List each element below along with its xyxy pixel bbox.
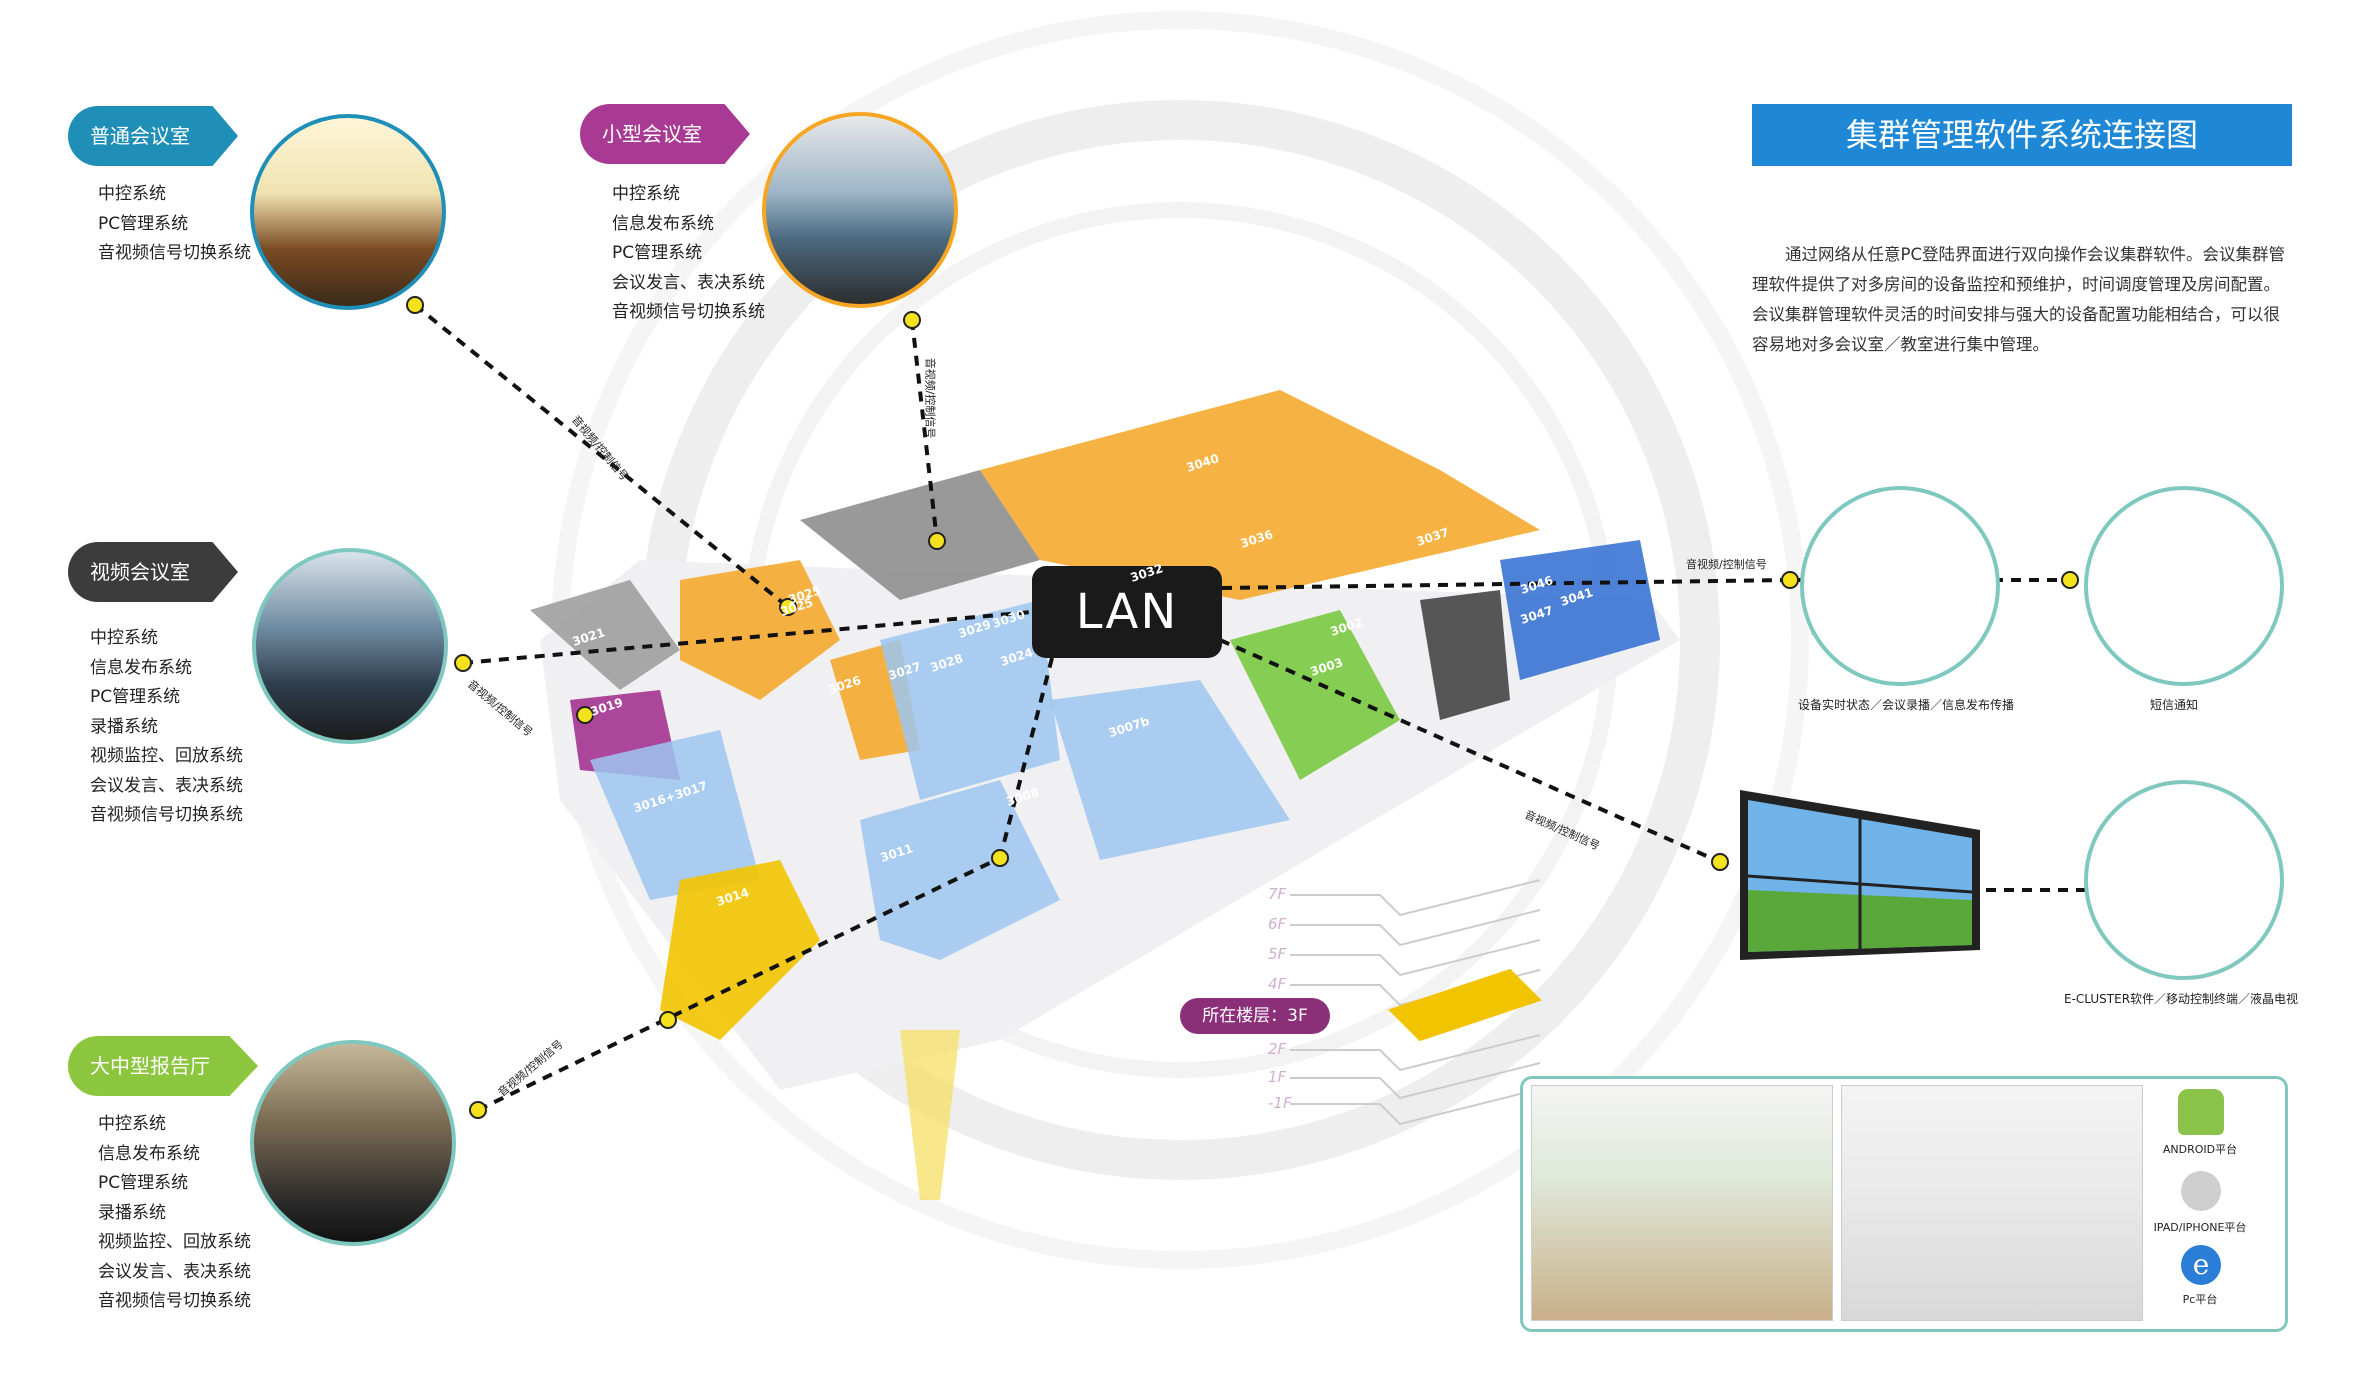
feature-item: 音视频信号切换系统	[90, 805, 243, 825]
connection-nodes	[406, 296, 2079, 1119]
floor-label: 4F	[1268, 975, 1287, 993]
lan-hub: LAN	[1032, 566, 1222, 658]
feature-item: 会议发言、表决系统	[98, 1261, 251, 1282]
feature-item: 信息发布系统	[98, 1143, 200, 1164]
feature-item: 音视频信号切换系统	[98, 243, 251, 263]
feature-item: 视频监控、回放系统	[90, 746, 243, 766]
feature-item: PC管理系统	[612, 243, 703, 263]
feature-item: 录播系统	[98, 1202, 166, 1223]
software-screenshot-room	[1841, 1085, 2143, 1321]
feature-item: 信息发布系统	[612, 213, 714, 234]
room-3016-block	[590, 730, 760, 900]
floor-plan	[530, 390, 1680, 1200]
room-3014-block	[660, 860, 820, 1040]
connection-lines	[413, 303, 2090, 1112]
feature-item: 中控系统	[612, 184, 680, 204]
location-beam	[900, 1030, 960, 1200]
room-3040-block	[980, 390, 1540, 600]
room-3011-block	[860, 780, 1060, 960]
description-text: 通过网络从任意PC登陆界面进行双向操作会议集群软件。会议集群管理软件提供了对多房…	[1752, 245, 2285, 354]
room-3046-block	[1500, 540, 1660, 680]
video-wall-illustration	[1740, 790, 1980, 960]
floor-label: 6F	[1268, 915, 1287, 933]
software-screenshot-campus	[1531, 1085, 1833, 1321]
feature-item: PC管理系统	[90, 687, 181, 707]
room-3025-block	[680, 560, 840, 700]
room-tag-standard: 普通会议室	[68, 106, 238, 166]
floor-stack	[1290, 879, 1542, 1126]
floor-label: 7F	[1268, 885, 1287, 903]
apple-icon	[2181, 1171, 2221, 1211]
feature-list-hall: 中控系统 信息发布系统 PC管理系统 录播系统 视频监控、回放系统 会议发言、表…	[98, 1110, 251, 1317]
room-photo-hall	[250, 1040, 456, 1246]
phone-caption: 短信通知	[2150, 698, 2199, 712]
ie-browser-icon: e	[2181, 1245, 2221, 1285]
feature-item: 视频监控、回放系统	[98, 1232, 251, 1252]
feature-item: 中控系统	[98, 184, 166, 204]
feature-item: 录播系统	[90, 716, 158, 737]
feature-item: 会议发言、表决系统	[612, 272, 765, 293]
floor-label: 2F	[1268, 1040, 1287, 1058]
feature-list-small: 中控系统 信息发布系统 PC管理系统 会议发言、表决系统 音视频信号切换系统	[612, 180, 765, 328]
floor-label: -1F	[1268, 1094, 1292, 1112]
room-3007-block	[1420, 590, 1510, 720]
pc-device-circle	[1800, 486, 2000, 686]
feature-item: 音视频信号切换系统	[612, 302, 765, 322]
feature-list-video: 中控系统 信息发布系统 PC管理系统 录播系统 视频监控、回放系统 会议发言、表…	[90, 624, 243, 831]
room-photo-video	[252, 548, 448, 744]
platform-pc: Pc平台	[2182, 1293, 2218, 1306]
link-label-pc: 音视频/控制信号	[1686, 558, 1767, 571]
tablet-device-circle	[2084, 780, 2284, 980]
floor-label: 5F	[1268, 945, 1287, 963]
room-3007b-block	[1050, 680, 1290, 860]
android-icon	[2178, 1089, 2224, 1135]
room-photo-small	[762, 112, 958, 308]
platform-ios: IPAD/IPHONE平台	[2153, 1221, 2247, 1234]
feature-item: 中控系统	[90, 628, 158, 648]
link-label-room2: 音视频/控制信号	[923, 357, 937, 439]
software-panel: ANDROID平台 IPAD/IPHONE平台 e Pc平台	[1520, 1076, 2288, 1332]
tablet-caption: E-CLUSTER软件／移动控制终端／液晶电视	[2064, 992, 2299, 1006]
room-grey-block	[800, 470, 1040, 600]
feature-item: 信息发布系统	[90, 657, 192, 678]
feature-list-standard: 中控系统 PC管理系统 音视频信号切换系统	[98, 180, 251, 269]
feature-item: PC管理系统	[98, 1173, 189, 1193]
current-floor-badge: 所在楼层：3F	[1180, 998, 1330, 1034]
feature-item: 会议发言、表决系统	[90, 775, 243, 796]
room-tag-hall: 大中型报告厅	[68, 1036, 258, 1096]
phone-device-circle	[2084, 486, 2284, 686]
feature-item: 音视频信号切换系统	[98, 1291, 251, 1311]
floor-label: 1F	[1268, 1068, 1287, 1086]
room-3003-block	[1230, 610, 1400, 780]
room-3021-block	[530, 580, 680, 690]
room-photo-standard	[250, 114, 446, 310]
room-3027-block	[880, 600, 1060, 800]
pc-caption: 设备实时状态／会议录播／信息发布传播	[1798, 698, 2015, 712]
room-tag-small: 小型会议室	[580, 104, 750, 164]
platform-android: ANDROID平台	[2162, 1143, 2238, 1156]
feature-item: 中控系统	[98, 1114, 166, 1134]
feature-item: PC管理系统	[98, 213, 189, 234]
page-title: 集群管理软件系统连接图	[1752, 104, 2292, 166]
room-tag-video: 视频会议室	[68, 542, 238, 602]
